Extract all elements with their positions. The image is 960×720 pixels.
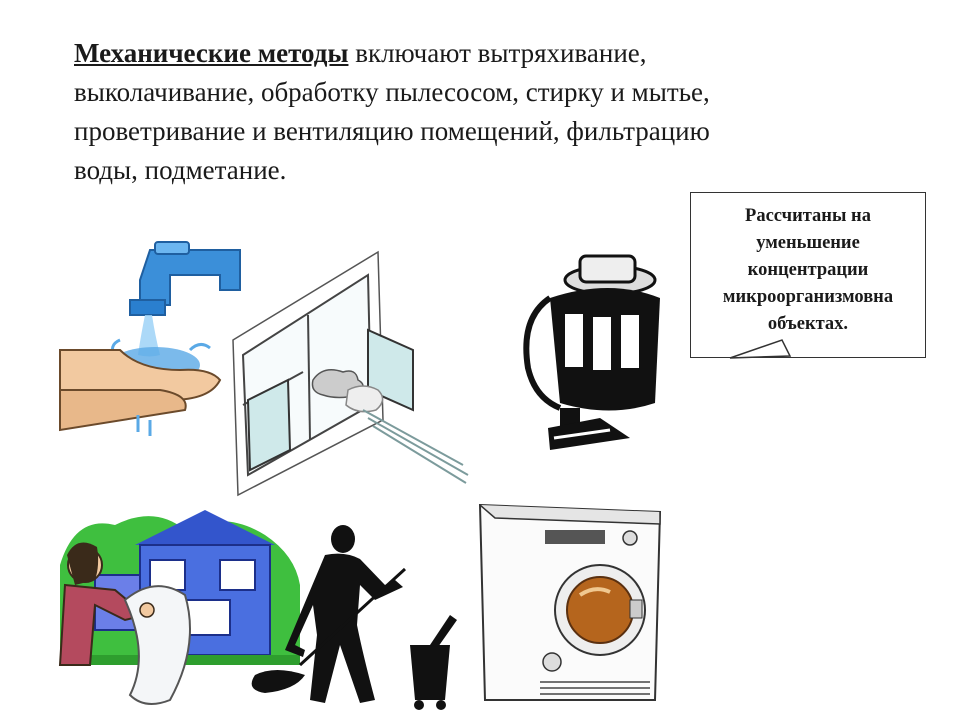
open-window-ventilation-icon — [232, 250, 469, 497]
callout-tail — [729, 339, 792, 359]
callout-line-5: объектах. — [767, 314, 849, 334]
intro-lead: Механические методы — [74, 38, 349, 68]
intro-line-3: проветривание и вентиляцию помещений, фи… — [74, 116, 710, 146]
vacuum-cleaner-icon — [523, 254, 660, 450]
intro-line-2: выколачивание, обработку пылесосом, стир… — [74, 77, 710, 107]
intro-line-1: включают вытряхивание, — [348, 38, 647, 68]
man-mopping-floor-icon — [251, 525, 457, 710]
washing-machine-icon — [478, 503, 662, 701]
intro-text: Механические методы включают вытряхивани… — [74, 34, 874, 190]
callout-line-1: Рассчитаны на — [745, 206, 871, 226]
woman-shaking-cloth-by-house-icon — [58, 510, 300, 705]
callout-box: Рассчитаны на уменьшение концентрации ми… — [690, 192, 926, 358]
callout-line-2: уменьшение — [756, 233, 860, 253]
callout-line-4: микроорганизмовна — [722, 287, 894, 307]
hand-washing-under-tap-icon — [59, 241, 241, 436]
callout-line-3: концентрации — [747, 260, 869, 280]
intro-line-4: воды, подметание. — [74, 155, 287, 185]
